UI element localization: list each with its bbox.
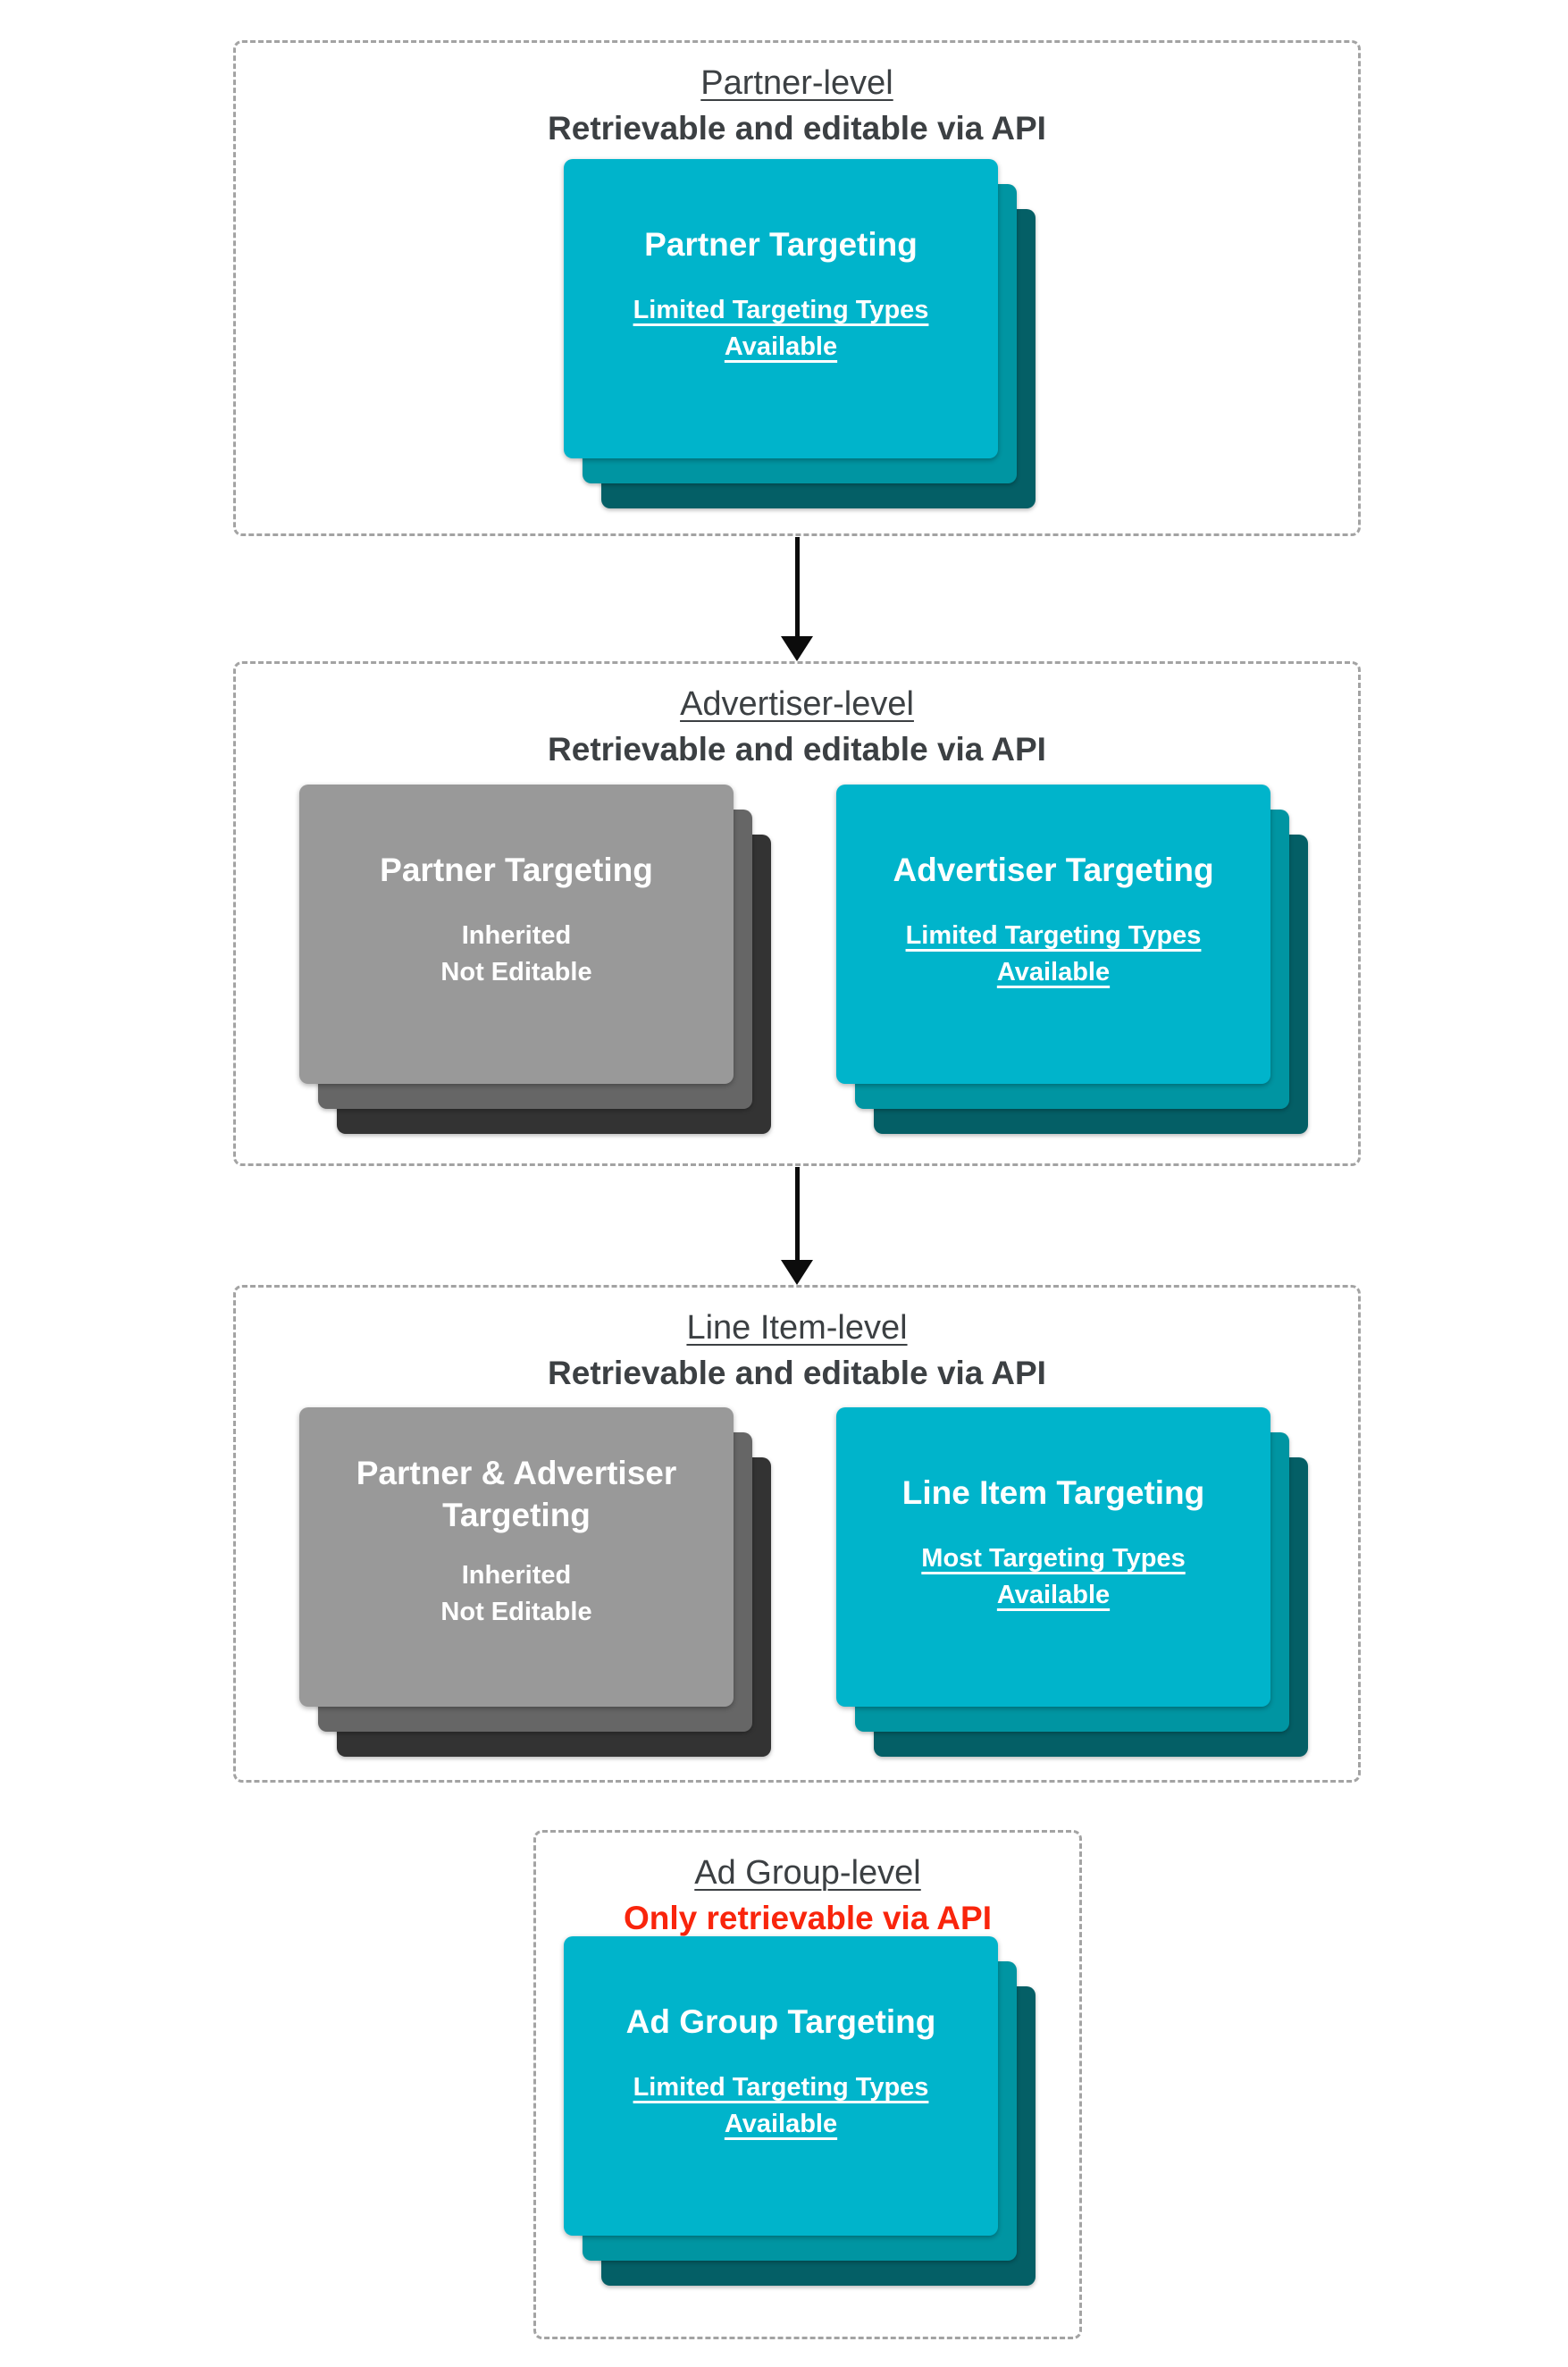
card-subtitle: Most Targeting Types Available xyxy=(921,1540,1185,1614)
card-subtitle-line: Most Targeting Types xyxy=(921,1544,1186,1573)
card-subtitle-line: Available xyxy=(724,332,838,361)
card-subtitle: Inherited Not Editable xyxy=(440,918,591,991)
section-subtitle: Retrievable and editable via API xyxy=(548,110,1046,147)
flow-arrow-partner-to-advertiser xyxy=(781,537,813,661)
arrow-down-icon xyxy=(781,636,813,661)
section-subtitle: Only retrievable via API xyxy=(624,1900,992,1936)
card-subtitle-line: Not Editable xyxy=(440,1598,592,1626)
flow-arrow-advertiser-to-line-item xyxy=(781,1167,813,1285)
section-title: Advertiser-level xyxy=(680,685,914,723)
card-subtitle-line: Available xyxy=(996,1581,1111,1609)
section-advertiser-level: Advertiser-level Retrievable and editabl… xyxy=(233,661,1361,1166)
card-subtitle: Inherited Not Editable xyxy=(440,1557,591,1631)
card-stack-advertiser-targeting: Advertiser Targeting Limited Targeting T… xyxy=(836,785,1308,1134)
card-subtitle-line: Inherited xyxy=(461,1561,572,1590)
card-title: Ad Group Targeting xyxy=(625,2003,936,2040)
card-title: Partner & Advertiser Targeting xyxy=(356,1455,677,1533)
card-subtitle-line: Available xyxy=(996,958,1111,986)
arrow-shaft xyxy=(794,1167,800,1260)
card-title: Advertiser Targeting xyxy=(893,852,1214,888)
section-title: Line Item-level xyxy=(686,1309,908,1347)
card-subtitle: Limited Targeting Types Available xyxy=(633,2069,929,2143)
card-subtitle-line: Limited Targeting Types xyxy=(905,921,1202,950)
section-partner-level: Partner-level Retrievable and editable v… xyxy=(233,40,1361,536)
card-title: Partner Targeting xyxy=(644,226,918,263)
section-title: Ad Group-level xyxy=(694,1854,921,1892)
arrow-shaft xyxy=(794,537,800,636)
section-subtitle: Retrievable and editable via API xyxy=(548,731,1046,768)
section-ad-group-level: Ad Group-level Only retrievable via API … xyxy=(533,1830,1082,2339)
card-title: Line Item Targeting xyxy=(901,1474,1205,1511)
card-stack-ad-group-targeting: Ad Group Targeting Limited Targeting Typ… xyxy=(564,1936,1036,2286)
card-title: Partner Targeting xyxy=(380,852,653,888)
card-advertiser-targeting: Advertiser Targeting Limited Targeting T… xyxy=(836,785,1270,1084)
section-line-item-level: Line Item-level Retrievable and editable… xyxy=(233,1285,1361,1783)
card-subtitle-line: Inherited xyxy=(461,921,572,950)
card-subtitle-line: Not Editable xyxy=(440,958,592,986)
card-line-item-targeting: Line Item Targeting Most Targeting Types… xyxy=(836,1407,1270,1707)
card-inherited-partner-advertiser-targeting: Partner & Advertiser Targeting Inherited… xyxy=(299,1407,734,1707)
card-stack-partner-targeting: Partner Targeting Limited Targeting Type… xyxy=(564,159,1036,508)
card-stack-line-item-targeting: Line Item Targeting Most Targeting Types… xyxy=(836,1407,1308,1757)
card-inherited-partner-targeting: Partner Targeting Inherited Not Editable xyxy=(299,785,734,1084)
arrow-down-icon xyxy=(781,1260,813,1285)
card-stack-inherited-partner-advertiser-targeting: Partner & Advertiser Targeting Inherited… xyxy=(299,1407,771,1757)
section-subtitle: Retrievable and editable via API xyxy=(548,1355,1046,1391)
card-ad-group-targeting: Ad Group Targeting Limited Targeting Typ… xyxy=(564,1936,998,2236)
card-subtitle-line: Limited Targeting Types xyxy=(633,2073,929,2102)
card-partner-targeting: Partner Targeting Limited Targeting Type… xyxy=(564,159,998,458)
card-subtitle-line: Available xyxy=(724,2110,838,2138)
card-stack-inherited-partner-targeting: Partner Targeting Inherited Not Editable xyxy=(299,785,771,1134)
section-title: Partner-level xyxy=(700,64,893,102)
card-subtitle: Limited Targeting Types Available xyxy=(906,918,1202,991)
card-subtitle-line: Limited Targeting Types xyxy=(633,296,929,324)
card-subtitle: Limited Targeting Types Available xyxy=(633,292,929,365)
